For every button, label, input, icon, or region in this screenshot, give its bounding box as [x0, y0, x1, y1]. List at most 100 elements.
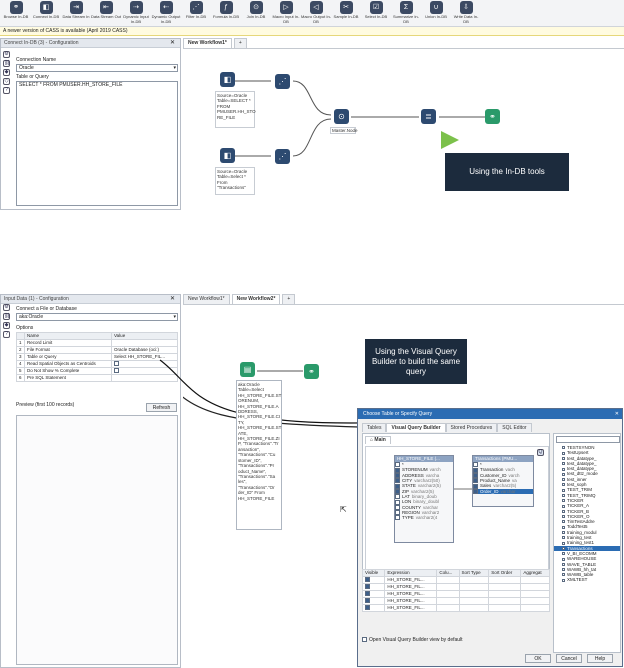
object-list-item[interactable]: test_dttz_mode [554, 471, 620, 476]
grid-empty-cell[interactable] [458, 583, 490, 591]
object-list-item[interactable]: Transactions [554, 545, 620, 551]
grid-empty-cell[interactable] [520, 590, 550, 598]
object-list-item[interactable]: XMLTEST [554, 577, 620, 582]
ribbon-tool-4[interactable]: ⇢Dynamic Input In-DB [121, 1, 151, 27]
grid-empty-cell[interactable] [458, 604, 490, 612]
field-checkbox[interactable] [395, 488, 400, 494]
object-list-item[interactable]: test_datatype_ [554, 456, 620, 461]
field-checkbox[interactable] [395, 515, 400, 521]
object-list-item[interactable]: TEST_TRIMQ [554, 493, 620, 498]
grid-expression-cell[interactable]: HH_STORE_FIL... [384, 590, 438, 598]
ribbon-tool-15[interactable]: ⇩Write Data In-DB [451, 1, 481, 27]
object-list-item[interactable]: TICKER_O [554, 514, 620, 519]
object-list-item[interactable]: WAWB_hh_tat [554, 567, 620, 572]
grid-row[interactable]: HH_STORE_FIL... [361, 604, 550, 612]
connect-indb-tool-1[interactable]: ◧ [220, 72, 235, 87]
object-list-item[interactable]: test_inner [554, 477, 620, 482]
object-list-item[interactable]: training_modul [554, 530, 620, 535]
object-list-item[interactable]: TICKER_B [554, 509, 620, 514]
field-checkbox[interactable] [395, 462, 400, 468]
grid-expression-cell[interactable]: HH_STORE_FIL... [384, 583, 438, 591]
summarize-indb-tool[interactable]: ≣ [421, 109, 436, 124]
visible-checkbox[interactable] [365, 584, 370, 590]
grid-visible-cell[interactable] [361, 604, 386, 612]
ok-button[interactable]: OK [525, 654, 551, 663]
browse-tool[interactable]: ⚭ [304, 364, 319, 379]
open-vqb-checkbox-row[interactable]: Open Visual Query Builder view by defaul… [362, 637, 463, 643]
close-icon[interactable]: ✕ [614, 411, 619, 417]
grid-row[interactable]: HH_STORE_FIL... [361, 583, 550, 591]
connect-indb-tool-2[interactable]: ◧ [220, 148, 235, 163]
visible-checkbox[interactable] [365, 605, 370, 611]
option-checkbox[interactable] [114, 368, 120, 374]
browse-indb-tool[interactable]: ⚭ [485, 109, 500, 124]
object-list-item[interactable]: test_datatype_ [554, 461, 620, 466]
object-list-item[interactable]: WAVE_TABLE [554, 562, 620, 567]
link-icon[interactable]: ⛓ [3, 313, 11, 320]
object-list-item[interactable]: ToddTest5 [554, 524, 620, 529]
grid-empty-cell[interactable] [520, 597, 550, 605]
grid-empty-cell[interactable] [436, 583, 460, 591]
grid-expression-cell[interactable]: HH_STORE_FIL... [384, 604, 438, 612]
object-list-item[interactable]: TICKER_A [554, 503, 620, 508]
object-list-item[interactable]: TestUpsert [554, 450, 620, 455]
field-checkbox[interactable] [395, 499, 400, 505]
ribbon-tool-8[interactable]: ⊙Join In-DB [241, 1, 271, 27]
object-list-item[interactable]: training_test1 [554, 540, 620, 545]
tab-new-workflow2[interactable]: New Workflow2* [231, 294, 281, 304]
grid-empty-cell[interactable] [488, 576, 522, 584]
grid-empty-cell[interactable] [458, 597, 490, 605]
ribbon-tool-2[interactable]: ⇥Data Stream In [61, 1, 91, 27]
query-textarea[interactable]: SELECT * FROM PMUSER.HH_STORE_FILE [16, 81, 178, 206]
ribbon-tool-1[interactable]: ◧Connect In-DB [31, 1, 61, 27]
add-tab-button[interactable]: + [282, 294, 296, 304]
ribbon-tool-11[interactable]: ✂Sample In-DB [331, 1, 361, 27]
grid-row[interactable]: HH_STORE_FIL... [361, 576, 550, 584]
ribbon-tool-9[interactable]: ▷Macro Input In-DB [271, 1, 301, 27]
ribbon-tool-3[interactable]: ⇤Data Stream Out [91, 1, 121, 27]
option-checkbox[interactable] [114, 361, 120, 367]
ribbon-tool-5[interactable]: ⇠Dynamic Output In-DB [151, 1, 181, 27]
update-notice[interactable]: A newer version of CASS is available (Ap… [0, 27, 624, 36]
gear-icon[interactable]: ⚙ [3, 51, 10, 58]
filter-indb-tool-2[interactable]: ⋰ [275, 149, 290, 164]
grid-empty-cell[interactable] [436, 576, 460, 584]
field-checkbox[interactable] [473, 483, 478, 489]
field-row[interactable]: * [395, 462, 453, 468]
grid-visible-cell[interactable] [361, 590, 386, 598]
field-checkbox[interactable] [395, 483, 400, 489]
grid-empty-cell[interactable] [488, 583, 522, 591]
ribbon-tool-6[interactable]: ⋰Filter In-DB [181, 1, 211, 27]
object-list-item[interactable]: WAREHOUSE [554, 556, 620, 561]
tag-icon[interactable]: ◆ [3, 322, 10, 329]
grid-empty-cell[interactable] [488, 604, 522, 612]
grid-empty-cell[interactable] [520, 604, 550, 612]
dialog-tab-2[interactable]: Stored Procedures [445, 423, 498, 432]
visible-checkbox[interactable] [365, 577, 370, 583]
main-tab[interactable]: ⌂ Main [365, 436, 391, 444]
field-checkbox[interactable] [395, 478, 400, 484]
help-button[interactable]: Help [587, 654, 613, 663]
ribbon-tool-14[interactable]: ∪Union In-DB [421, 1, 451, 27]
link-icon[interactable]: ⛓ [3, 60, 11, 67]
visible-checkbox[interactable] [365, 598, 370, 604]
grid-empty-cell[interactable] [458, 576, 490, 584]
grid-empty-cell[interactable] [436, 597, 460, 605]
gear-icon[interactable]: ⚙ [3, 304, 10, 311]
help-icon[interactable]: ? [3, 87, 10, 94]
field-checkbox[interactable] [473, 478, 478, 484]
open-vqb-checkbox[interactable] [362, 637, 367, 643]
grid-empty-cell[interactable] [436, 590, 460, 598]
dialog-tab-1[interactable]: Visual Query Builder [386, 423, 446, 432]
object-list-item[interactable]: TEST_TRIM [554, 487, 620, 492]
